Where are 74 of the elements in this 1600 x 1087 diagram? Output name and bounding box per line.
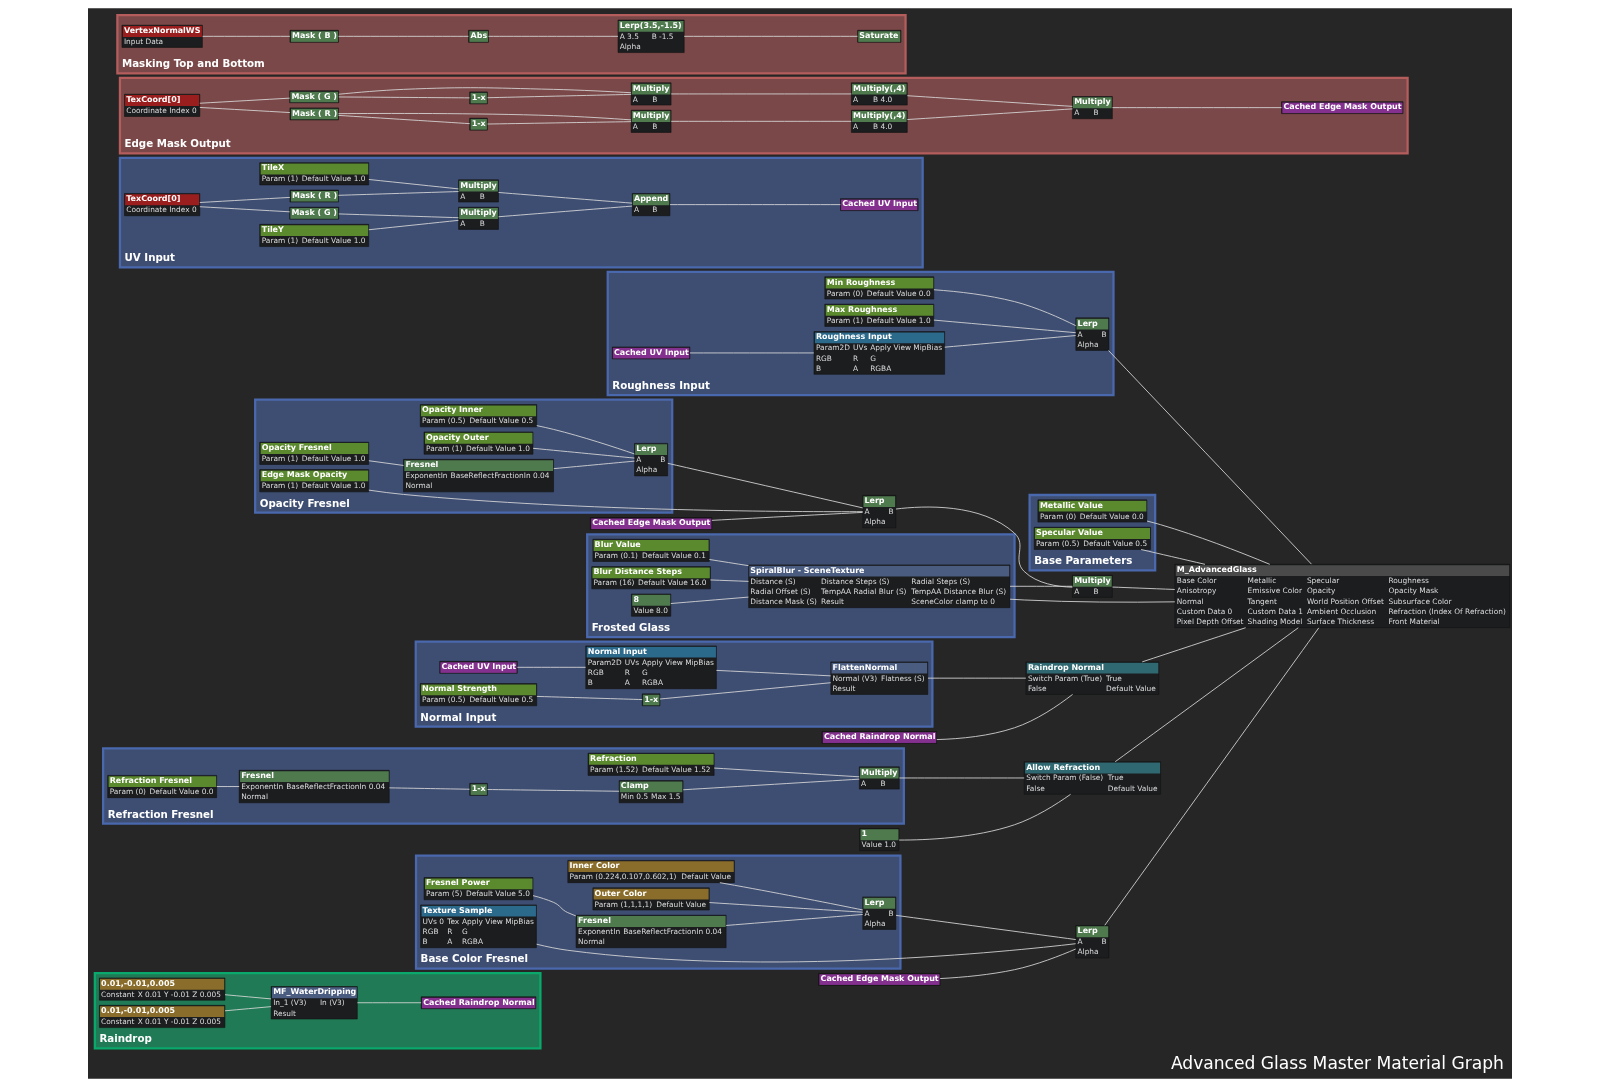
connector [338, 114, 471, 125]
connector [725, 914, 864, 926]
connector [368, 460, 404, 466]
connector [338, 96, 470, 99]
connector [1141, 627, 1247, 663]
connector [659, 682, 832, 700]
connector [713, 767, 860, 778]
connector [906, 95, 1073, 107]
connector [1140, 549, 1206, 565]
connector [224, 1006, 272, 1012]
connector [708, 559, 749, 567]
connector [669, 204, 841, 206]
connector [719, 882, 864, 911]
connector [199, 196, 291, 203]
connector [944, 335, 1077, 348]
connector [536, 943, 1077, 963]
connector [1114, 627, 1299, 763]
connector [1009, 585, 1073, 587]
connector [1112, 586, 1176, 590]
connector [498, 192, 633, 204]
connector [487, 93, 632, 99]
connector [488, 35, 619, 37]
connector [338, 191, 459, 196]
connector [338, 113, 632, 121]
connector [368, 219, 459, 231]
connector [199, 206, 291, 213]
connector [1112, 107, 1282, 109]
connector [670, 120, 852, 122]
connector [927, 677, 1027, 679]
connector [498, 205, 633, 218]
connector [389, 787, 470, 790]
connector [689, 352, 815, 354]
connector [682, 778, 860, 791]
connector [933, 319, 1077, 334]
connector [553, 460, 635, 470]
connector [1104, 627, 1320, 926]
connector [338, 35, 469, 37]
connector [670, 596, 749, 604]
connector [368, 179, 459, 190]
connector [711, 511, 864, 521]
connector [1146, 520, 1271, 565]
connector [487, 121, 632, 125]
connector [199, 107, 291, 113]
connector [338, 87, 632, 95]
connector [532, 447, 635, 459]
connector [202, 35, 291, 37]
connector [933, 289, 1077, 327]
connector [224, 994, 272, 1000]
connector [516, 666, 587, 668]
connector [716, 669, 832, 677]
connector [1108, 350, 1312, 565]
connector [532, 895, 577, 917]
connector [670, 93, 852, 95]
connector [708, 902, 864, 913]
connector [667, 462, 864, 509]
connector [898, 793, 1071, 841]
connector [199, 97, 291, 104]
connector [710, 579, 749, 582]
connector [536, 425, 635, 455]
connector [906, 108, 1073, 120]
diagram-title: Advanced Glass Master Material Graph [1170, 1052, 1504, 1073]
connector [895, 914, 1077, 940]
connector [939, 948, 1077, 979]
connector [216, 786, 240, 787]
connector [536, 696, 643, 700]
connector [895, 506, 1073, 588]
connector [357, 1002, 422, 1004]
connector [899, 777, 1025, 779]
connector [368, 489, 864, 513]
connector [487, 789, 620, 792]
connector [936, 694, 1073, 740]
connector [683, 35, 858, 37]
connector [1009, 598, 1176, 603]
connector [338, 213, 459, 219]
